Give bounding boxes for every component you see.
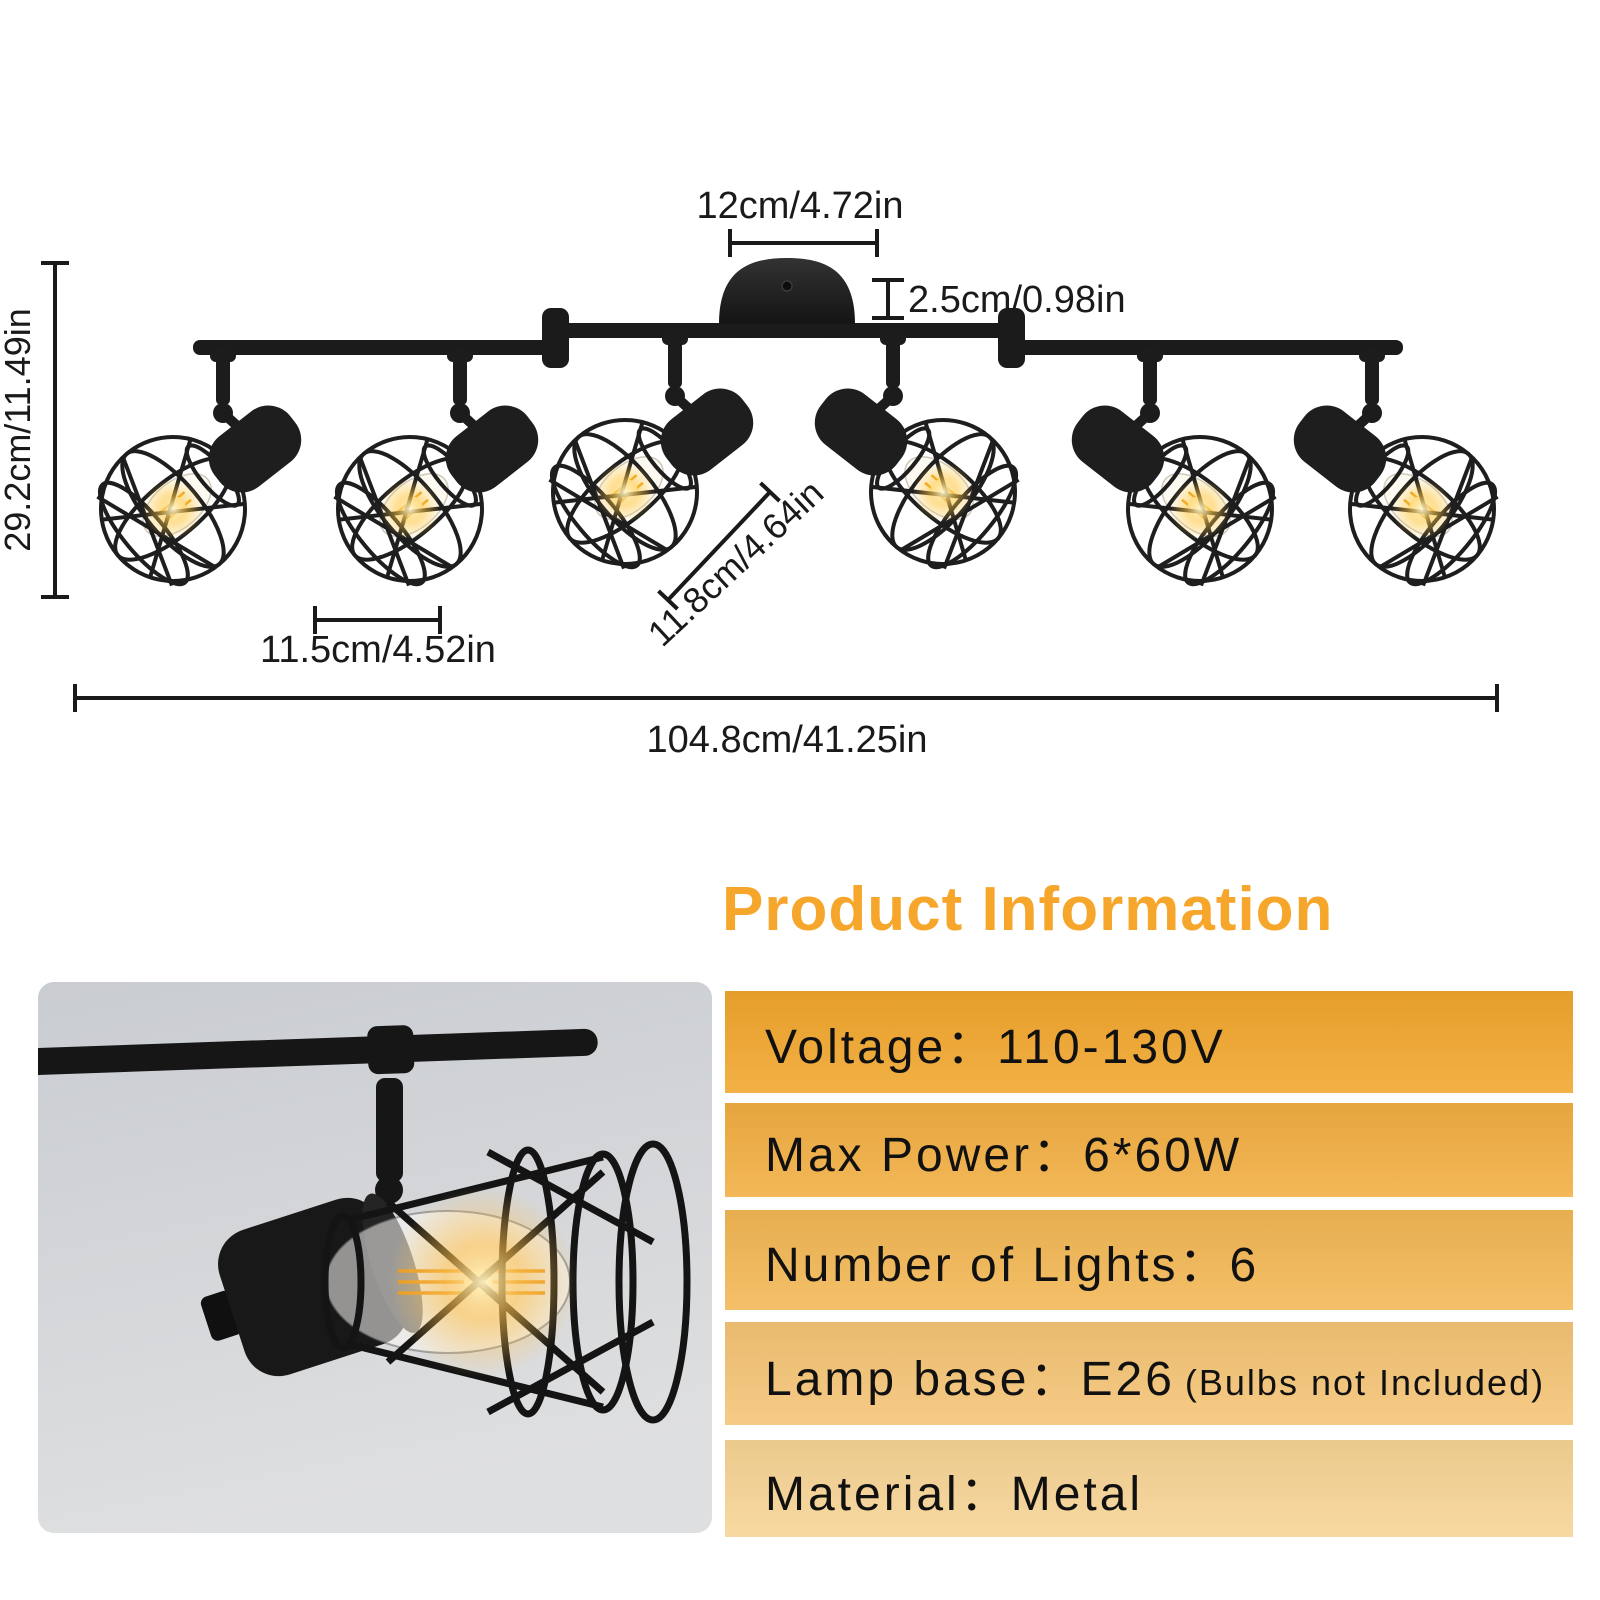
spec-text-max-power: Max Power：6*60W	[765, 1129, 1243, 1182]
spec-text-number-of-lights: Number of Lights：6	[765, 1239, 1260, 1292]
dimension-label-track-length: 104.8cm/41.25in	[647, 719, 928, 761]
photo-rod-and-arm	[38, 1025, 598, 1235]
spec-text-material: Material：Metal	[765, 1467, 1144, 1521]
dimension-label-shade-depth: 11.8cm/4.64in	[640, 472, 831, 654]
spec-row-number-of-lights: Number of Lights：6	[725, 1210, 1573, 1310]
spec-text-voltage: Voltage：110-130V	[765, 1021, 1226, 1074]
photo-bulb-glow	[388, 1187, 578, 1377]
dimension-label-head-height: 29.2cm/11.49in	[0, 308, 38, 552]
spec-text-lamp-base: Lamp base：E26	[765, 1352, 1175, 1406]
spec-row-max-power: Max Power：6*60W	[725, 1103, 1573, 1197]
fixture-diagram: 12cm/4.72in 2.5cm/0.98in 29.2cm/11.49in …	[0, 185, 1600, 761]
dimension-label-canopy-height: 2.5cm/0.98in	[908, 279, 1126, 321]
dimension-label-shade-width: 11.5cm/4.52in	[260, 629, 496, 671]
dimension-label-canopy-width: 12cm/4.72in	[696, 185, 903, 227]
spotlight-heads	[72, 330, 1524, 610]
dimension-lines	[41, 229, 1499, 712]
spec-row-voltage: Voltage：110-130V	[725, 991, 1573, 1093]
section-title: Product Information	[722, 875, 1334, 944]
spec-note-lamp-base: (Bulbs not Included)	[1184, 1361, 1546, 1403]
spec-row-material: Material：Metal	[725, 1440, 1573, 1537]
spec-row-lamp-base: Lamp base：E26 (Bulbs not Included)	[725, 1322, 1573, 1425]
product-photo	[38, 982, 712, 1533]
ceiling-canopy	[719, 258, 855, 338]
